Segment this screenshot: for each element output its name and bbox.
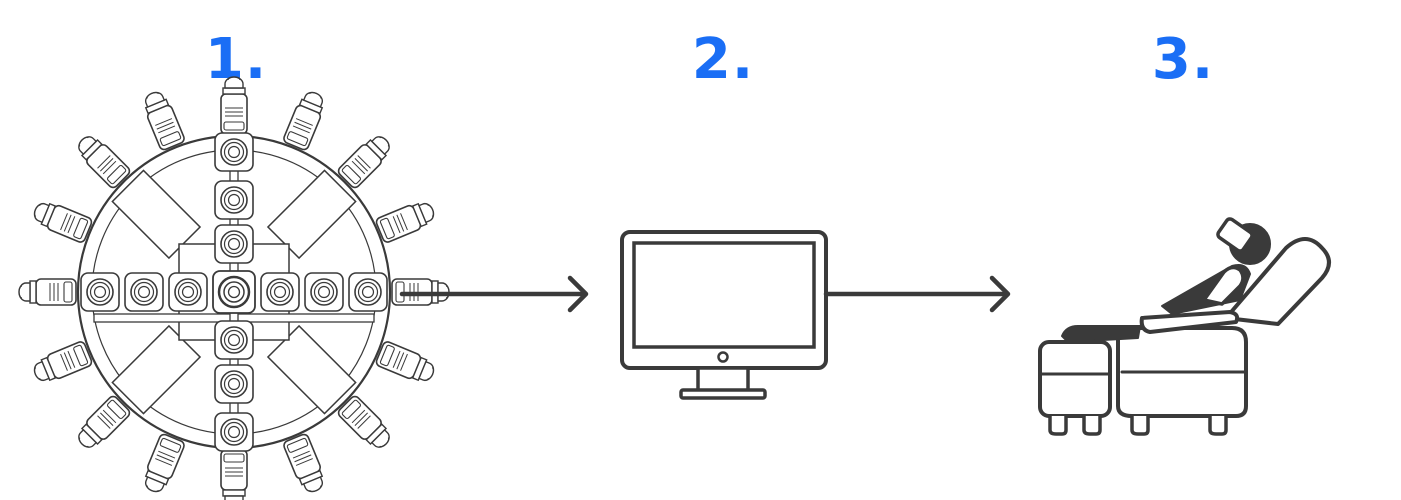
step-3-number: 3. bbox=[1151, 27, 1215, 92]
camera-rig-icon bbox=[18, 76, 450, 500]
monitor-icon bbox=[620, 230, 828, 400]
person-icon bbox=[1061, 223, 1271, 343]
vr-headset-icon bbox=[1216, 217, 1254, 253]
arrow-right-icon bbox=[823, 278, 1008, 310]
step-2-number: 2. bbox=[691, 27, 755, 92]
vr-recliner-icon bbox=[1038, 237, 1331, 436]
arrow-right-icon bbox=[399, 278, 586, 310]
